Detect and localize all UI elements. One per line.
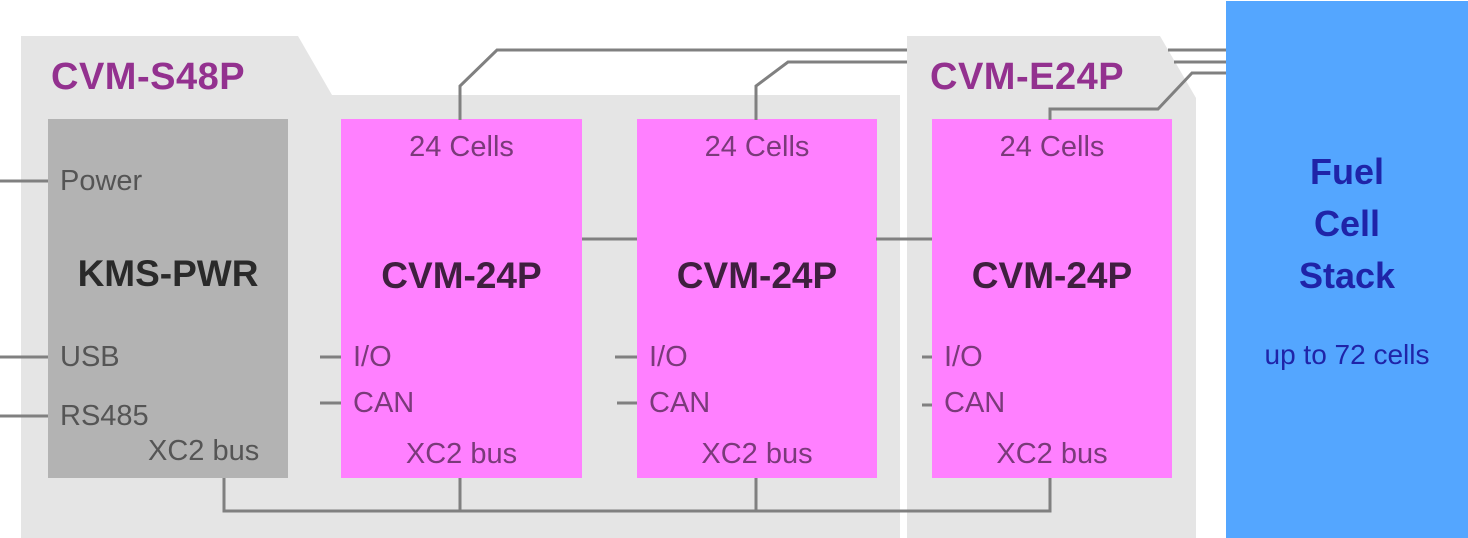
port-power-label: Power xyxy=(60,165,143,197)
wire-cells-3 xyxy=(1048,71,1226,120)
port-bus-label: XC2 bus xyxy=(701,438,813,470)
port-can-label: CAN xyxy=(649,387,711,419)
port-bus-label: XC2 bus xyxy=(405,438,518,470)
wire-cells-2 xyxy=(754,60,907,120)
stack-title: Fuel Cell Stack xyxy=(1226,146,1468,302)
module-cvm-24p-2[interactable]: 24 Cells CVM-24P I/O CAN XC2 bus xyxy=(637,119,877,478)
port-bus-label: XC2 bus xyxy=(996,438,1108,470)
port-can-label: CAN xyxy=(944,387,1006,419)
fuel-cell-stack[interactable]: Fuel Cell Stack up to 72 cells xyxy=(1226,1,1468,538)
cells-label: 24 Cells xyxy=(409,131,514,163)
port-can-label: CAN xyxy=(353,387,415,419)
module-cvm-24p-3[interactable]: 24 Cells CVM-24P I/O CAN XC2 bus xyxy=(932,119,1172,478)
port-io-label: I/O xyxy=(353,341,392,373)
wire-xc2-bus xyxy=(222,478,1052,513)
module-cvm-24p-1[interactable]: 24 Cells CVM-24P I/O CAN XC2 bus xyxy=(341,119,582,478)
port-io-label: I/O xyxy=(944,341,983,373)
group-title-cvm-s48p: CVM-S48P xyxy=(51,56,246,98)
wire-cells-1 xyxy=(458,48,907,120)
port-rs485-label: RS485 xyxy=(60,400,149,432)
module-kms-pwr[interactable]: Power KMS-PWR USB RS485 XC2 bus xyxy=(48,119,288,478)
port-usb-label: USB xyxy=(60,341,120,373)
port-bus-label: XC2 bus xyxy=(148,435,260,467)
module-name: KMS-PWR xyxy=(77,253,259,294)
cells-label: 24 Cells xyxy=(999,131,1105,163)
stack-subtitle: up to 72 cells xyxy=(1264,339,1430,370)
group-title-cvm-e24p: CVM-E24P xyxy=(930,56,1125,98)
stack-title-line-2: Cell xyxy=(1313,203,1381,244)
stack-title-line-1: Fuel xyxy=(1309,151,1384,192)
module-name: CVM-24P xyxy=(971,255,1133,296)
port-io-label: I/O xyxy=(649,341,688,373)
module-name: CVM-24P xyxy=(676,255,838,296)
cells-label: 24 Cells xyxy=(704,131,810,163)
stack-title-line-3: Stack xyxy=(1298,255,1396,296)
module-name: CVM-24P xyxy=(381,255,542,296)
